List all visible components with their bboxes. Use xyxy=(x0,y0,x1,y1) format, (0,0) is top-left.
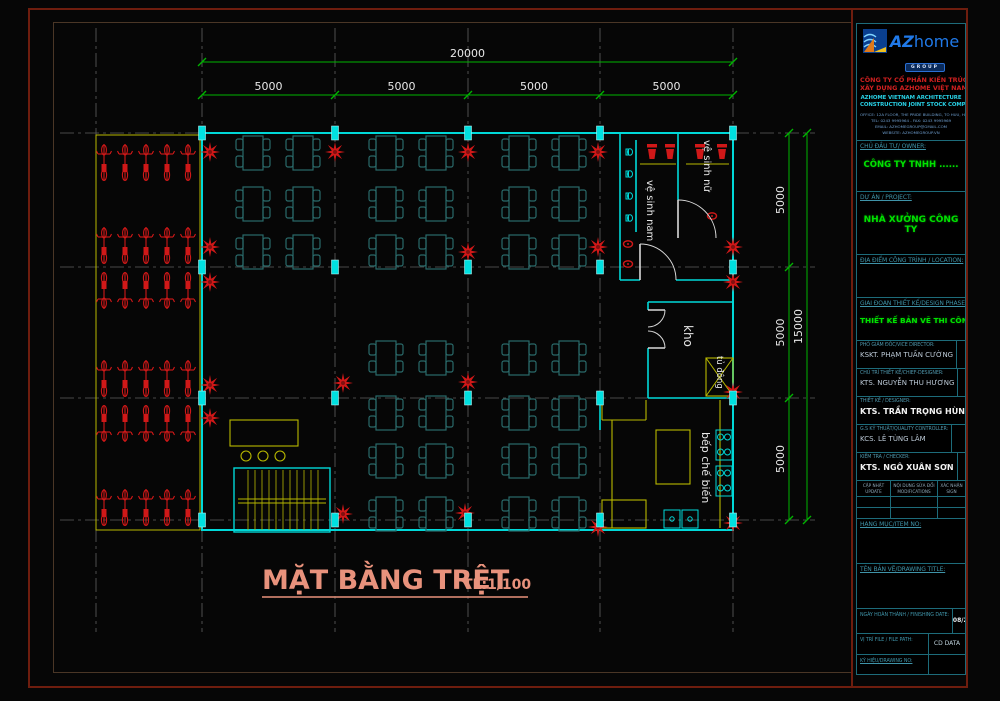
staff-label: G.S KỸ THUẬT/QUALITY CONTROLLER: xyxy=(860,427,949,432)
title-block: AZhome GROUP CÔNG TY CỔ PHẦN KIẾN TRÚC X… xyxy=(856,23,966,675)
project-label: DỰ ÁN / PROJECT: xyxy=(860,194,912,201)
company-name-vi: CÔNG TY CỔ PHẦN KIẾN TRÚC XÂY DỰNG AZHOM… xyxy=(860,76,966,92)
item-no-section: HẠNG MỤC/ITEM NO: xyxy=(856,518,966,564)
svg-text:MẶT BẰNG TRỆT: MẶT BẰNG TRỆT xyxy=(262,560,510,596)
svg-text:5000: 5000 xyxy=(774,445,787,473)
drawing-title-label: TÊN BẢN VẼ/DRAWING TITLE: xyxy=(860,566,946,573)
phase-label: GIAI ĐOẠN THIẾT KẾ/DESIGN PHASE: xyxy=(860,300,966,307)
file-path-label: VỊ TRÍ FILE / FILE PATH: xyxy=(860,638,913,643)
svg-text:5000: 5000 xyxy=(520,80,548,93)
drawing-no-label: KÝ HIỆU/DRAWING NO: xyxy=(860,659,913,664)
finishing-date-row: NGÀY HOÀN THÀNH / FINISHING DATE: 08/201… xyxy=(856,608,966,634)
staff-name: KSKT. PHẠM TUẤN CƯỜNG xyxy=(860,351,954,359)
staff-row-designer: THIẾT KẾ / DESIGNER: KTS. TRẦN TRỌNG HÙN… xyxy=(856,396,966,425)
location-section: ĐỊA ĐIỂM CÔNG TRÌNH / LOCATION: xyxy=(856,254,966,298)
azhome-logo-icon xyxy=(862,29,887,53)
finishing-date-value: 08/2019 xyxy=(951,609,965,633)
signature-cell xyxy=(956,453,965,480)
signature-cell xyxy=(951,425,965,452)
svg-text:vệ sinh nữ: vệ sinh nữ xyxy=(701,140,713,192)
staff-label: CHỦ TRÌ THIẾT KẾ/CHIEF-DESIGNER: xyxy=(860,371,944,376)
owner-label: CHỦ ĐẦU TƯ/ OWNER: xyxy=(860,143,926,150)
location-label: ĐỊA ĐIỂM CÔNG TRÌNH / LOCATION: xyxy=(860,257,964,264)
titleblock-separator xyxy=(851,8,853,688)
staff-row-vice-director: PHÓ GIÁM ĐỐC/VICE DIRECTOR: KSKT. PHẠM T… xyxy=(856,340,966,369)
drawing-no-row: KÝ HIỆU/DRAWING NO: xyxy=(856,654,966,675)
file-path-row: VỊ TRÍ FILE / FILE PATH: CD DATA xyxy=(856,633,966,655)
drawing-no-value xyxy=(928,655,965,674)
logo-az-text: AZ xyxy=(889,31,914,51)
company-name-en: AZHOME VIETNAM ARCHITECTURE CONSTRUCTION… xyxy=(860,95,966,109)
svg-text:5000: 5000 xyxy=(774,319,787,347)
staff-row-chief-designer: CHỦ TRÌ THIẾT KẾ/CHIEF-DESIGNER: KTS. NG… xyxy=(856,368,966,397)
svg-text:5000: 5000 xyxy=(388,80,416,93)
phase-value: THIẾT KẾ BẢN VẼ THI CÔNG xyxy=(860,316,966,325)
logo-group-badge: GROUP xyxy=(905,63,945,72)
staff-label: KIỂM TRA / CHECKER: xyxy=(860,455,910,460)
staff-label: PHÓ GIÁM ĐỐC/VICE DIRECTOR: xyxy=(860,343,935,348)
file-path-value: CD DATA xyxy=(928,634,965,654)
logo-wordmark: AZhome xyxy=(890,32,959,51)
svg-text:vệ sinh nam: vệ sinh nam xyxy=(644,180,656,241)
svg-text:5000: 5000 xyxy=(774,186,787,214)
svg-text:tủ đông: tủ đông xyxy=(714,356,725,389)
staff-row-checker: KIỂM TRA / CHECKER: KTS. NGÔ XUÂN SƠN xyxy=(856,452,966,481)
staff-name: KTS. NGUYỄN THU HƯƠNG xyxy=(860,379,955,387)
staff-name: KCS. LÊ TÙNG LÂM xyxy=(860,435,926,443)
svg-text:20000: 20000 xyxy=(450,47,485,60)
design-phase-section: GIAI ĐOẠN THIẾT KẾ/DESIGN PHASE: THIẾT K… xyxy=(856,297,966,341)
svg-text:5000: 5000 xyxy=(255,80,283,93)
sheet-outer-border xyxy=(28,8,968,688)
staff-name: KTS. NGÔ XUÂN SƠN xyxy=(860,463,954,472)
owner-value: CÔNG TY TNHH ...... xyxy=(863,160,959,170)
company-contact: OFFICE: 12A FLOOR, THE PRIDE BUILDING, T… xyxy=(860,112,965,135)
svg-text:15000: 15000 xyxy=(792,309,805,344)
drawing-title-section: TÊN BẢN VẼ/DRAWING TITLE: xyxy=(856,563,966,609)
svg-text:TL:1/100: TL:1/100 xyxy=(463,577,531,593)
staff-row-quality-controller: G.S KỸ THUẬT/QUALITY CONTROLLER: KCS. LÊ… xyxy=(856,424,966,453)
svg-text:bếp chế biến: bếp chế biến xyxy=(699,432,712,503)
item-no-label: HẠNG MỤC/ITEM NO: xyxy=(860,521,922,528)
company-logo-block: AZhome GROUP CÔNG TY CỔ PHẦN KIẾN TRÚC X… xyxy=(856,23,966,141)
staff-label: THIẾT KẾ / DESIGNER: xyxy=(860,399,911,404)
svg-text:kho: kho xyxy=(681,325,695,347)
owner-section: CHỦ ĐẦU TƯ/ OWNER: CÔNG TY TNHH ...... xyxy=(856,140,966,192)
svg-text:5000: 5000 xyxy=(653,80,681,93)
finishing-date-label: NGÀY HOÀN THÀNH / FINISHING DATE: xyxy=(860,613,949,618)
project-value: NHÀ XƯỞNG CÔNG TY xyxy=(863,215,959,235)
logo-home-text: home xyxy=(913,31,960,51)
project-section: DỰ ÁN / PROJECT: NHÀ XƯỞNG CÔNG TY xyxy=(856,191,966,255)
signature-cell xyxy=(957,369,965,396)
staff-name: KTS. TRẦN TRỌNG HÙNG xyxy=(860,407,966,416)
signature-cell xyxy=(956,341,965,368)
